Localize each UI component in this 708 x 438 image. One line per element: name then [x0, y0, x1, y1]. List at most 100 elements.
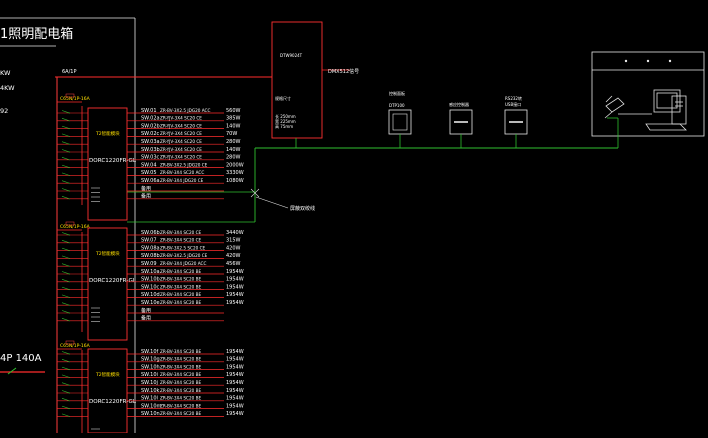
branch-breaker-contact	[61, 398, 71, 402]
branch-breaker-contact	[61, 240, 71, 244]
header-dot-2	[646, 59, 650, 63]
circuit-load: 1954W	[226, 357, 244, 363]
circuit-load: 560W	[226, 108, 241, 114]
circuit-load: 1954W	[226, 269, 244, 275]
branch-breaker-contact	[61, 232, 71, 236]
circuit-id: SW.10a	[141, 269, 160, 275]
controller-spec-title: 规格尺寸	[275, 95, 291, 101]
circuit-load: 280W	[226, 155, 241, 161]
circuit-cable: ZR-YJV-3X4 SC20 CE	[160, 139, 202, 144]
circuit-load: 420W	[226, 253, 241, 259]
branch-breaker-contact	[61, 247, 71, 252]
dtp100-panel	[388, 109, 412, 135]
breaker-symbol	[65, 340, 75, 345]
circuit-cable: ZR-BV-3X4 SC20 BE	[160, 388, 201, 393]
branch-breaker-contact	[61, 310, 71, 314]
computer-frame	[591, 51, 705, 137]
control-module-top-label: T2智能模块	[95, 130, 120, 137]
dtp100-keypad	[392, 113, 408, 131]
controller-spec-2: 宽 225mm	[275, 118, 296, 124]
circuit-load: 1954W	[226, 300, 244, 306]
circuit-id: SW.10j	[141, 380, 158, 386]
circuit-load: 3440W	[226, 230, 244, 236]
control-module-model: DORC1220FR-GL	[89, 399, 137, 405]
control-module-box	[87, 107, 128, 221]
dmx-output-label: DMX512信号	[328, 68, 359, 75]
circuit-cable: ZR-BV-3X4 SC20 BE	[160, 403, 201, 408]
circuit-cable: ZR-BV-3X4 SC20 BE	[160, 284, 201, 289]
circuit-load: 1954W	[226, 396, 244, 402]
feed-breaker-label: 6A/1P	[62, 69, 76, 75]
control-module-model: DORC1220FR-GL	[89, 278, 137, 284]
circuit-load: 1954W	[226, 372, 244, 378]
control-module-top-label: T2智能模块	[95, 371, 120, 378]
control-module-top-label: T2智能模块	[95, 250, 120, 257]
branch-breaker-contact	[61, 110, 71, 114]
load-label-2: 4KW	[0, 84, 15, 92]
circuit-load: 1080W	[226, 178, 244, 184]
branch-breaker-contact	[61, 318, 71, 322]
control-module-box	[87, 348, 128, 434]
circuit-id: SW.10c	[141, 284, 159, 290]
circuit-cable: ZR-BV-3X4 SC20 BE	[160, 349, 201, 354]
circuit-id: SW.03c	[141, 155, 159, 161]
main-switch-label: 4P 140A	[0, 353, 42, 364]
circuit-load: 140W	[226, 147, 241, 153]
load-label-3: 92	[0, 107, 8, 115]
circuit-id: SW.10h	[141, 364, 160, 370]
group-breaker-label: C65N/1P-16A	[60, 224, 91, 230]
branch-breaker-contact	[61, 118, 71, 122]
circuit-load: 456W	[226, 261, 241, 267]
circuit-id: SW.10l	[141, 396, 158, 402]
branch-breaker-contact	[61, 141, 71, 145]
circuit-load: 1954W	[226, 364, 244, 370]
branch-breaker-contact	[61, 366, 71, 371]
branch-breaker-contact	[61, 125, 71, 130]
circuit-id: SW.01	[141, 108, 157, 114]
dtp100-label: DTP100	[389, 103, 405, 108]
circuit-id: SW.02a	[141, 116, 160, 122]
rs232-label: RS232转	[505, 95, 522, 101]
branch-breaker-contact	[61, 164, 71, 169]
circuit-load: 315W	[226, 238, 241, 244]
circuit-id: SW.03a	[141, 139, 160, 145]
load-label-1: KW	[0, 69, 11, 77]
branch-breaker-contact	[61, 286, 71, 291]
circuit-id: SW.03b	[141, 147, 160, 153]
circuit-cable: ZR-BV-3X2.5 JDG20 CE	[160, 253, 208, 258]
branch-breaker-contact	[61, 196, 71, 200]
circuit-id: SW.08b	[141, 253, 160, 259]
circuit-id: SW.10f	[141, 349, 158, 355]
circuit-cable: ZR-BV-3X4 SC20 BE	[160, 380, 201, 385]
circuit-id: 备用	[141, 307, 151, 314]
branch-breaker-contact	[61, 413, 71, 417]
controller-spec-1: 长 250mm	[275, 113, 296, 119]
circuit-cable: ZR-BV-3X2.5 JDG20 CE	[160, 162, 208, 167]
computer-workstation-icon	[604, 89, 687, 131]
circuit-cable: ZR-YJV-3X4 SC20 CE	[160, 147, 202, 152]
branch-breaker-contact	[61, 157, 71, 161]
circuit-cable: ZR-BV-3X4 JDG20 CE	[160, 178, 204, 183]
sensor-label: 感应控制器	[449, 101, 469, 107]
controller-spec-3: 高 75mm	[275, 123, 293, 129]
circuit-load: 1954W	[226, 284, 244, 290]
circuit-id: SW.02c	[141, 131, 159, 137]
circuit-id: SW.07	[141, 238, 157, 244]
circuit-cable: ZR-BV-3X2.5 SC20 CE	[160, 245, 206, 250]
circuit-cable: ZR-BV-3X4 SC20 BE	[160, 364, 201, 369]
branch-breaker-contact	[61, 271, 71, 275]
circuit-load: 280W	[226, 139, 241, 145]
branch-breaker-contact	[61, 188, 71, 192]
dtp100-top-label: 控制面板	[389, 90, 405, 96]
circuit-id: SW.06a	[141, 178, 160, 184]
circuit-id: SW.10n	[141, 411, 160, 417]
circuit-cable: ZR-YJV-3X4 SC20 CE	[160, 123, 202, 128]
circuit-id: SW.10b	[141, 277, 160, 283]
control-module-model: DORC1220FR-GL	[89, 158, 137, 164]
branch-breaker-contact	[61, 133, 71, 137]
main-switch-contact	[7, 367, 17, 375]
circuit-load: 1954W	[226, 292, 244, 298]
branch-breaker-contact	[61, 351, 71, 355]
circuit-id: SW.10e	[141, 300, 160, 306]
